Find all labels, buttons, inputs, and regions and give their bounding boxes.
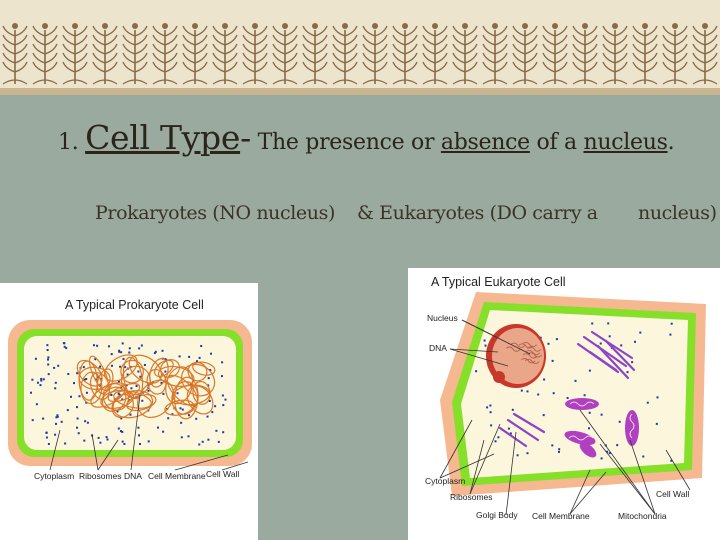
eukaryote-label-ribosomes: Ribosomes xyxy=(450,492,493,502)
prokaryote-label-cell-wall: Cell Wall xyxy=(206,469,239,479)
eukaryote-title: A Typical Eukaryote Cell xyxy=(431,275,566,289)
eukaryote-label-cell-wall: Cell Wall xyxy=(656,489,689,499)
eukaryote-diagram: A Typical Eukaryote Cell xyxy=(408,268,720,540)
prokaryote-label-cytoplasm: Cytoplasm xyxy=(34,471,74,481)
prokaryote-label-ribosomes: Ribosomes xyxy=(79,471,122,481)
mitochondrion xyxy=(625,410,639,446)
prokaryote-label-dna: DNA xyxy=(124,471,142,481)
eukaryote-label-cell-membrane: Cell Membrane xyxy=(532,511,590,521)
eukaryote-label-dna: DNA xyxy=(429,343,447,353)
prokaryote-diagram: A Typical Prokaryote Cell Cytoplasm Ribo… xyxy=(0,283,258,540)
nucleolus xyxy=(493,371,505,383)
eukaryote-nucleus xyxy=(486,324,546,388)
eukaryote-label-mitochondria: Mitochondria xyxy=(618,511,667,521)
eukaryote-label-cytoplasm: Cytoplasm xyxy=(425,476,465,486)
eukaryote-label-golgi-body: Golgi Body xyxy=(476,510,518,520)
prokaryote-label-cell-membrane: Cell Membrane xyxy=(148,471,206,481)
prokaryote-title: A Typical Prokaryote Cell xyxy=(65,298,204,312)
eukaryote-label-nucleus: Nucleus xyxy=(427,313,458,323)
